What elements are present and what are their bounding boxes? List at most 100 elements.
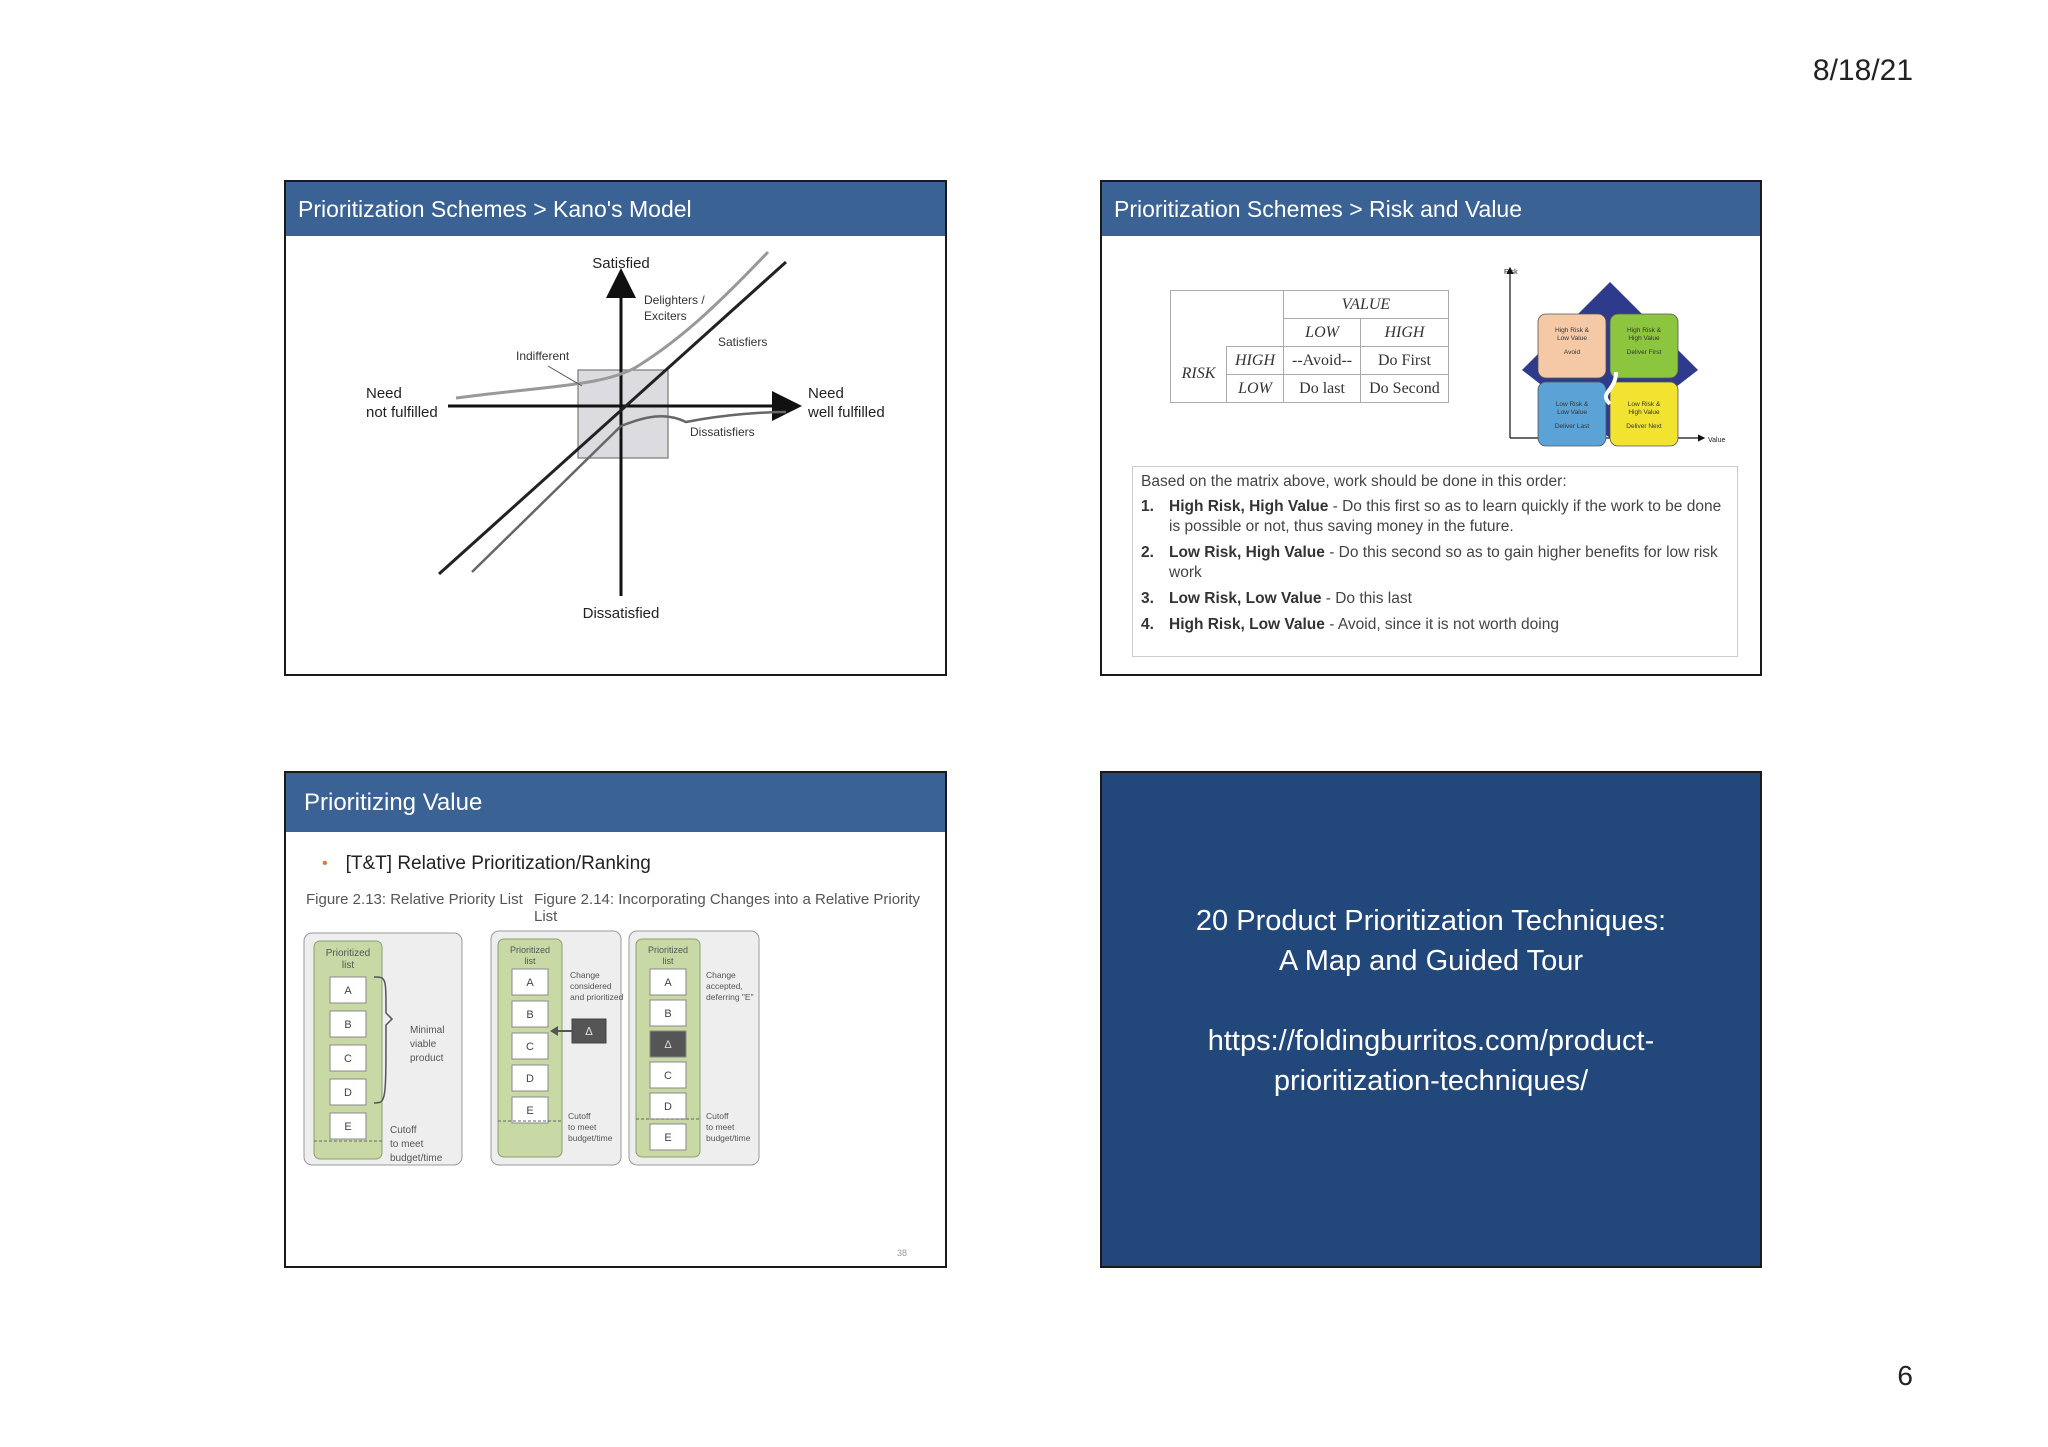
q2-line2: High Value [1628, 335, 1660, 342]
slide-risk-and-value: Prioritization Schemes > Risk and Value … [1100, 180, 1762, 676]
bullet-item: • [T&T] Relative Prioritization/Ranking [322, 853, 651, 875]
cutoff-label-3: budget/time [706, 1133, 751, 1143]
slide-prioritizing-value: Prioritizing Value • [T&T] Relative Prio… [284, 771, 947, 1268]
list-intro: Based on the matrix above, work should b… [1141, 473, 1567, 490]
bullet-text: [T&T] Relative Prioritization/Ranking [345, 853, 651, 874]
slide-title: Prioritization Schemes > Risk and Value [1102, 182, 1760, 236]
fig2a-item-a-label: A [526, 977, 534, 989]
value-header: VALUE [1283, 290, 1449, 319]
satisfiers-line-lower [471, 425, 622, 573]
prioritized-list-label-2: list [525, 956, 536, 966]
fig2b-item-2-label: Δ [664, 1039, 672, 1051]
q1-line2: Low Value [1557, 335, 1587, 342]
q3-line2: Low Value [1557, 409, 1587, 416]
fig1-item-e-label: E [344, 1121, 351, 1133]
fig2b-item-0-label: A [664, 977, 672, 989]
mvp-label-1: Minimal [410, 1025, 444, 1036]
tour-url-line2[interactable]: prioritization-techniques/ [1273, 1065, 1589, 1097]
cell-high-low: --Avoid-- [1282, 346, 1362, 375]
accepted-label-1: Change [706, 970, 736, 980]
slide-tour-link: 20 Product Prioritization Techniques: A … [1100, 771, 1762, 1268]
fig2a-item-c-label: C [526, 1041, 534, 1053]
mvp-label-3: product [410, 1053, 444, 1064]
fig1-item-c-label: C [344, 1053, 352, 1065]
need-well-label-2: well fulfilled [807, 404, 885, 421]
dissatisfiers-label: Dissatisfiers [690, 425, 755, 439]
slide-page-number: 38 [896, 1248, 907, 1258]
delighters-curve [455, 250, 770, 400]
delighters-label-2: Exciters [644, 309, 687, 323]
high-row: HIGH [1226, 346, 1284, 375]
satisfied-label: Satisfied [592, 255, 650, 272]
quadrant-first [1609, 313, 1679, 379]
tour-url-line1[interactable]: https://foldingburritos.com/product- [1207, 1025, 1655, 1057]
cutoff-label-1: Cutoff [390, 1125, 417, 1136]
fig1-item-a-label: A [344, 985, 352, 997]
accepted-label-3: deferring "E" [706, 992, 754, 1002]
slide-title: Prioritization Schemes > Kano's Model [286, 182, 945, 236]
fig1-item-b-label: B [344, 1019, 351, 1031]
cell-high-high: Do First [1360, 346, 1449, 375]
slide-title: Prioritizing Value [286, 773, 945, 832]
bullet-dot-icon: • [322, 855, 328, 872]
q3-line1: Low Risk & [1556, 401, 1589, 408]
q1-line3: Avoid [1564, 349, 1581, 356]
fig2b-item-2 [649, 1030, 687, 1058]
cell-low-low: Do last [1282, 374, 1362, 403]
risk-axis-label: Risk [1504, 269, 1518, 276]
fig2b-item-1-label: B [664, 1008, 671, 1020]
fig2a-item-b [511, 1000, 549, 1028]
kano-diagram: Satisfied Dissatisfied Need not fulfille… [366, 250, 885, 622]
high-col: HIGH [1360, 318, 1449, 347]
tour-title-line1: 20 Product Prioritization Techniques: [1195, 905, 1667, 937]
change-label-1: Change [570, 970, 600, 980]
fig2b-item-5 [649, 1123, 687, 1151]
fig1-item-e [329, 1112, 367, 1140]
q4-line1: Low Risk & [1628, 401, 1661, 408]
risk-value-quadrant: Risk Value High Risk & Low Value Avoid H… [1504, 266, 1725, 447]
fig2b-item-4-label: D [664, 1101, 672, 1113]
need-well-label-1: Need [808, 385, 844, 402]
list-item: 4.High Risk, Low Value - Avoid, since it… [1141, 616, 1559, 633]
fig2b-item-4 [649, 1092, 687, 1120]
mvp-label-2: viable [410, 1039, 437, 1050]
flow-arrow [1603, 371, 1618, 406]
priority-order-list: Based on the matrix above, work should b… [1132, 466, 1738, 657]
figure-2-14-title: Figure 2.14: Incorporating Changes into … [534, 891, 921, 925]
cutoff-label-2: to meet [390, 1139, 424, 1150]
change-label-3: and prioritized [570, 992, 624, 1002]
list-item: 1.High Risk, High Value - Do this first … [1141, 498, 1722, 535]
fig2b-item-1 [649, 999, 687, 1027]
satisfiers-label: Satisfiers [718, 335, 767, 349]
dissatisfied-label: Dissatisfied [583, 605, 660, 622]
indifferent-label: Indifferent [516, 349, 570, 363]
quadrant-last [1537, 381, 1607, 447]
cutoff-label-1: Cutoff [568, 1111, 591, 1121]
value-axis-label: Value [1708, 437, 1725, 444]
fig1-item-d-label: D [344, 1087, 352, 1099]
prioritized-list-label-1: Prioritized [648, 945, 688, 955]
page-date: 8/18/21 [1812, 54, 1913, 87]
q4-line2: High Value [1628, 409, 1660, 416]
low-row: LOW [1226, 374, 1284, 403]
mvp-brace [373, 976, 394, 1104]
fig2b-item-5-label: E [664, 1132, 671, 1144]
q2-line1: High Risk & [1627, 327, 1662, 334]
quadrant-next [1609, 381, 1679, 447]
q2-line3: Deliver First [1627, 349, 1662, 356]
satisfiers-line [437, 260, 788, 576]
tour-title-line2: A Map and Guided Tour [1278, 945, 1584, 977]
prioritized-list-label-2: list [342, 960, 354, 971]
figure-2-13-title: Figure 2.13: Relative Priority List [306, 891, 523, 908]
low-col: LOW [1282, 318, 1362, 347]
fig2a-item-b-label: B [526, 1009, 533, 1021]
cutoff-label-3: budget/time [568, 1133, 613, 1143]
risk-header: RISK [1170, 346, 1227, 403]
cutoff-label-2: to meet [706, 1122, 735, 1132]
fig2b-item-3 [649, 1061, 687, 1089]
fig2b-item-3-label: C [664, 1070, 672, 1082]
fig2a-item-e-label: E [526, 1105, 533, 1117]
fig2a-item-e [511, 1096, 549, 1124]
fig1-item-b [329, 1010, 367, 1038]
